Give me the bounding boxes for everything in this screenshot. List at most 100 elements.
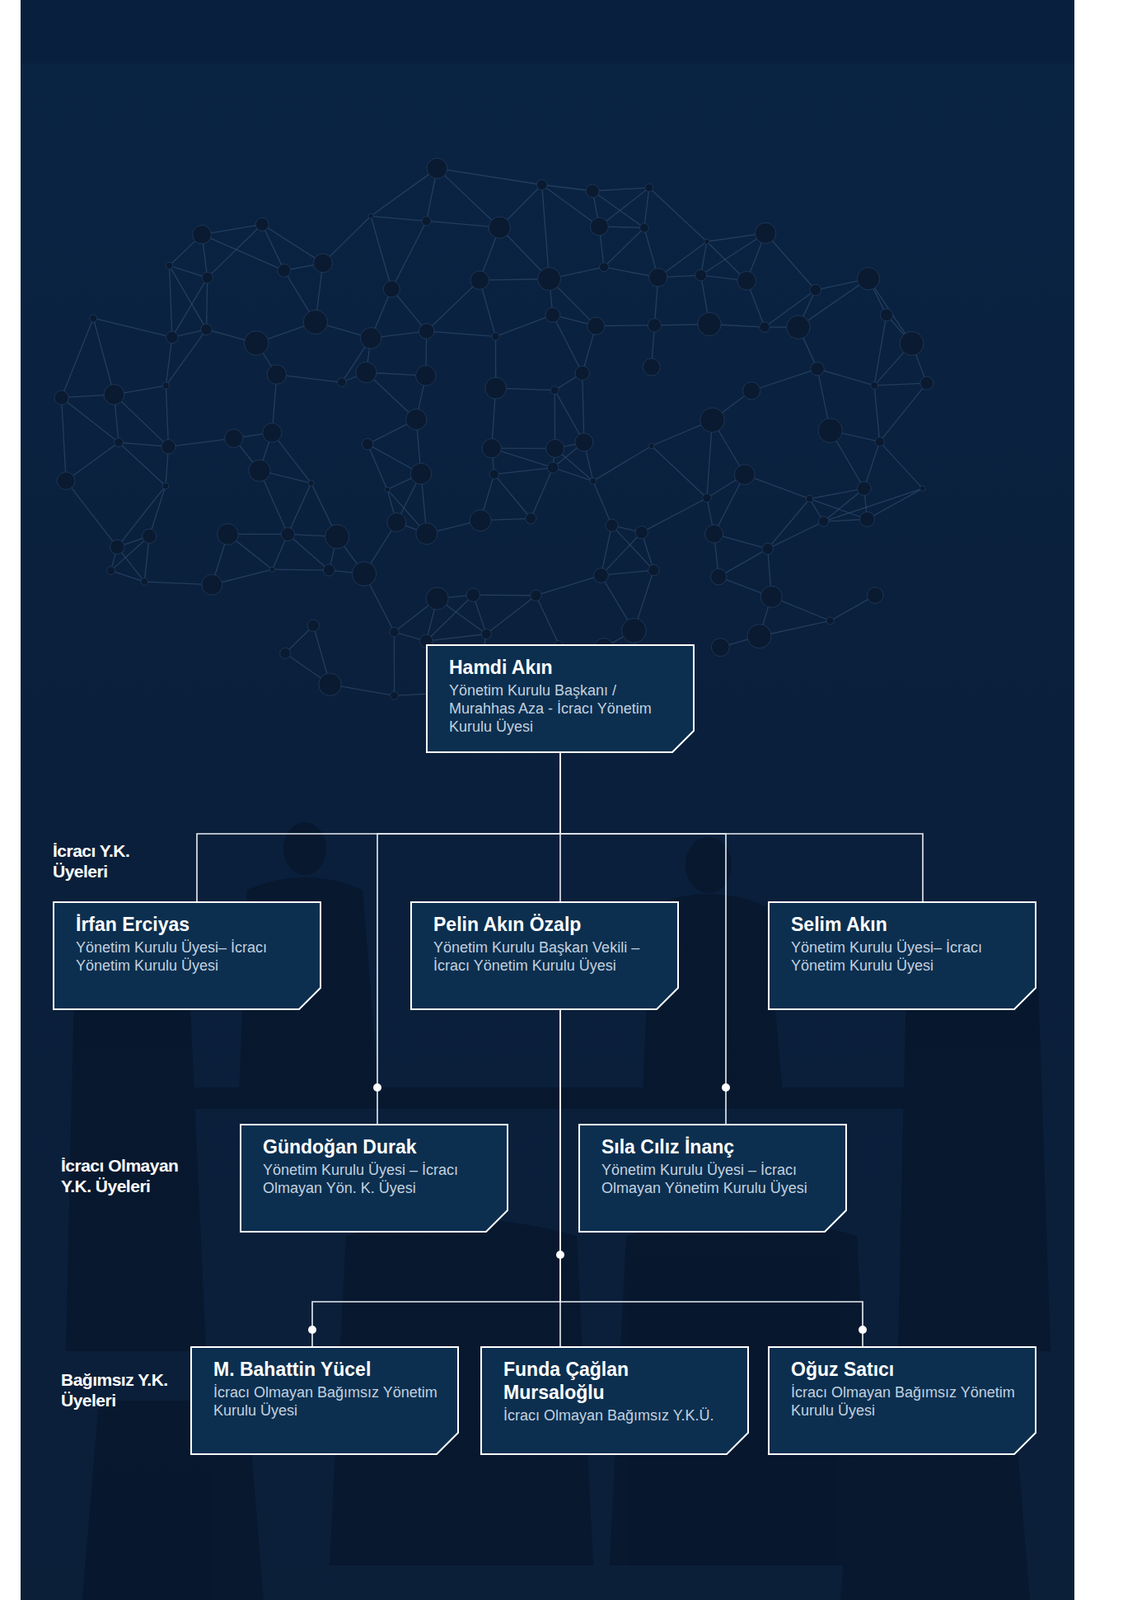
network-node: [485, 377, 507, 399]
network-link: [168, 438, 234, 447]
org-connector: [196, 753, 561, 902]
network-link: [65, 442, 119, 482]
network-link: [437, 168, 543, 185]
network-link: [437, 168, 501, 228]
brain-network: [54, 158, 934, 706]
network-node: [856, 267, 880, 291]
member-role: Yönetim Kurulu Üyesi – İcracı Olmayan Yö…: [262, 1161, 487, 1198]
member-name: Hamdi Akın: [449, 644, 675, 679]
network-node: [489, 469, 500, 480]
network-link: [535, 595, 559, 645]
network-node: [639, 223, 649, 233]
network-link: [701, 233, 767, 276]
network-link: [817, 369, 875, 386]
network-node: [545, 307, 561, 323]
member-box: M. Bahattin Yücelİcracı Olmayan Bağımsız…: [190, 1346, 459, 1456]
network-node: [546, 439, 565, 458]
network-node: [351, 561, 376, 586]
network-node: [635, 525, 648, 539]
network-link: [651, 445, 707, 498]
network-node: [224, 429, 244, 448]
box-shape: [768, 1347, 1036, 1455]
network-node: [469, 510, 492, 532]
member-name: M. Bahattin Yücel: [213, 1346, 440, 1381]
network-node: [575, 433, 594, 452]
network-node: [488, 216, 511, 239]
network-link: [287, 482, 311, 534]
member-box: Oğuz Satıcıİcracı Olmayan Bağımsız Yönet…: [767, 1346, 1037, 1456]
network-node: [594, 567, 609, 583]
network-link: [111, 570, 146, 582]
network-node: [266, 364, 287, 385]
network-node: [695, 269, 707, 281]
member-box: Hamdi AkınYönetim Kurulu Başkanı / Murah…: [425, 644, 695, 754]
network-node: [56, 472, 75, 491]
network-node: [760, 585, 782, 608]
network-node: [243, 331, 269, 356]
network-link: [370, 215, 392, 289]
network-link: [370, 215, 427, 221]
network-node: [605, 519, 618, 532]
network-node: [642, 358, 660, 376]
network-link: [767, 498, 810, 549]
network-node: [481, 438, 501, 458]
network-node: [875, 436, 885, 446]
network-link: [61, 318, 94, 398]
network-node: [360, 327, 382, 349]
network-node: [754, 222, 776, 244]
network-node: [384, 486, 390, 492]
network-link: [472, 594, 536, 597]
network-node: [421, 216, 431, 226]
network-link: [542, 184, 550, 279]
network-node: [648, 443, 655, 450]
network-link: [206, 277, 208, 330]
network-node: [530, 589, 543, 602]
network-link: [165, 385, 169, 447]
member-box: Selim AkınYönetim Kurulu Üyesi– İcracı Y…: [767, 901, 1037, 1011]
network-node: [107, 566, 116, 576]
network-node: [322, 564, 335, 576]
network-node: [162, 482, 169, 490]
network-link: [798, 278, 869, 328]
network-link: [600, 532, 642, 576]
network-node: [418, 323, 435, 340]
network-node: [217, 524, 239, 546]
network-link: [426, 331, 496, 337]
network-node: [647, 318, 661, 333]
network-node: [856, 481, 871, 496]
network-link: [322, 215, 371, 263]
network-link: [61, 397, 119, 443]
network-link: [582, 373, 585, 443]
box-shape: [191, 1347, 459, 1455]
network-node: [142, 528, 157, 543]
member-box: Sıla Cılız İnançYönetim Kurulu Üyesi – İ…: [578, 1123, 847, 1233]
org-connector: [560, 753, 923, 902]
network-node: [114, 438, 124, 448]
box-shape: [579, 1124, 847, 1232]
network-node: [879, 308, 893, 322]
network-link: [874, 314, 887, 386]
network-link: [598, 187, 649, 227]
network-link: [552, 467, 594, 482]
network-node: [697, 312, 721, 336]
network-link: [600, 570, 654, 576]
network-node: [308, 480, 314, 487]
network-node: [598, 262, 609, 272]
network-link: [593, 481, 613, 526]
network-link: [391, 220, 426, 290]
network-node: [387, 512, 407, 532]
network-link: [61, 397, 67, 482]
network-node: [919, 485, 926, 492]
network-node: [406, 408, 427, 430]
network-node: [303, 309, 328, 334]
network-node: [201, 323, 213, 336]
network-node: [536, 179, 548, 191]
network-node: [705, 524, 724, 543]
network-link: [864, 441, 880, 489]
network-node: [747, 624, 772, 649]
connector-dot: [308, 1325, 317, 1334]
member-role: İcracı Olmayan Bağımsız Yönetim Kurulu Ü…: [213, 1384, 438, 1421]
network-node: [390, 691, 399, 700]
network-node: [585, 184, 599, 198]
group-label: İcracı Y.K. Üyeleri: [52, 840, 156, 882]
